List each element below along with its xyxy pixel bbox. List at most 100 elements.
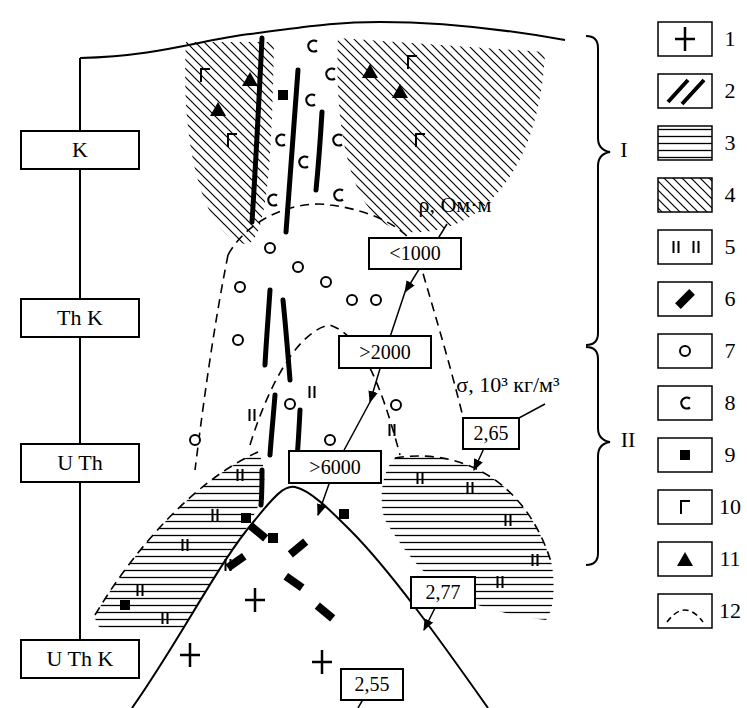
legend-number: 2: [725, 78, 736, 103]
legend-swatch: [658, 74, 712, 108]
vein: [270, 395, 275, 455]
legend-swatch: [658, 386, 712, 420]
c-symbol: [276, 135, 285, 146]
vein: [265, 290, 270, 365]
legend-entry: 4: [725, 182, 736, 207]
label-text: σ, 10³ кг/м³: [456, 372, 559, 397]
legend-number: 10: [719, 494, 741, 519]
value-box: 2,65: [462, 417, 520, 450]
g-symbol: [681, 501, 690, 514]
legend-swatch: [658, 594, 712, 628]
square-symbol: [278, 90, 288, 100]
legend-entry: 9: [725, 442, 736, 467]
bar-symbol: [284, 573, 305, 591]
cross-symbol: [675, 27, 695, 51]
legend-swatch: [658, 282, 712, 316]
legend-number: 1: [725, 26, 736, 51]
g-symbol: [416, 134, 425, 147]
granite-dome: [132, 487, 488, 708]
c-symbol: [308, 41, 317, 52]
value-box: >6000: [288, 450, 382, 484]
square-symbol: [120, 600, 130, 610]
vein: [252, 38, 262, 222]
node-text: U Th: [57, 450, 102, 475]
legend-number: 7: [725, 338, 736, 363]
legend-number: 5: [725, 234, 736, 259]
bar-symbol: [248, 523, 268, 542]
legend-entry: 11: [719, 546, 740, 571]
element-box: U Th: [20, 443, 140, 483]
element-box: K: [20, 130, 140, 170]
ii-symbol: [213, 509, 218, 521]
legend-number: 8: [725, 390, 736, 415]
legend-entry: 10: [719, 494, 741, 519]
node-text: 2,65: [474, 422, 509, 445]
zone-boundaries: [95, 204, 552, 615]
legend-swatch: [658, 178, 712, 212]
legend-entry: 1: [725, 26, 736, 51]
ii-symbol: [694, 241, 699, 253]
square-symbol: [241, 513, 251, 523]
circle-symbol: [325, 435, 335, 445]
legend-entry: 12: [719, 598, 741, 623]
legend-swatch: [658, 438, 712, 472]
circle-symbol: [680, 346, 690, 356]
legend-entry: 8: [725, 390, 736, 415]
axis-connector: [79, 338, 81, 443]
c-symbol: [326, 69, 335, 80]
triangle-symbol: [242, 72, 258, 86]
ii-symbol: [498, 576, 503, 588]
circle-symbol: [293, 262, 303, 272]
node-text: >6000: [309, 456, 360, 479]
axis-connector: [79, 170, 81, 298]
legend-swatch: [658, 490, 712, 524]
legend-number: 12: [719, 598, 741, 623]
value-box: >2000: [338, 335, 432, 369]
hatched-lobe: [337, 38, 545, 232]
legend-swatch: [658, 230, 712, 264]
bar-symbol: [288, 539, 308, 558]
circle-symbol: [321, 277, 331, 287]
vein: [668, 80, 704, 104]
node-text: <1000: [389, 242, 440, 265]
value-box: <1000: [368, 237, 462, 270]
value-box: 2,77: [410, 576, 476, 609]
legend-entry: 5: [725, 234, 736, 259]
bar-symbol: [675, 289, 695, 309]
brace: [586, 347, 610, 565]
bar-symbol: [315, 603, 335, 622]
cross-symbol: [245, 588, 265, 612]
legend-number: 4: [725, 182, 736, 207]
element-box: Th K: [20, 298, 140, 338]
legend-entry: 2: [725, 78, 736, 103]
node-text: Th K: [57, 305, 103, 330]
circle-symbol: [371, 295, 381, 305]
legend-entry: 6: [725, 286, 736, 311]
c-symbol: [268, 195, 277, 206]
square-symbol: [268, 533, 278, 543]
node-text: K: [72, 137, 88, 162]
node-text: >2000: [359, 341, 410, 364]
triangle-symbol: [392, 84, 408, 98]
label-text: II: [621, 427, 636, 452]
ii-symbol: [674, 241, 679, 253]
legend-swatch: [658, 22, 712, 56]
vein: [283, 300, 290, 380]
ii-symbol: [310, 386, 315, 398]
label-text: I: [620, 137, 627, 162]
g-symbol: [408, 56, 417, 69]
element-box: U Th K: [20, 639, 140, 679]
circle-symbol: [265, 243, 275, 253]
axis-label: σ, 10³ кг/м³: [456, 372, 559, 397]
ii-symbol: [183, 539, 188, 551]
ii-symbol: [506, 514, 511, 526]
square-symbol: [339, 509, 349, 519]
c-symbol: [306, 95, 315, 106]
c-symbol: [299, 157, 308, 168]
ii-symbol: [468, 482, 473, 494]
ii-symbol: [163, 612, 168, 624]
circle-symbol: [391, 400, 401, 410]
cross-symbol: [180, 643, 200, 667]
triangle-symbol: [362, 64, 378, 78]
